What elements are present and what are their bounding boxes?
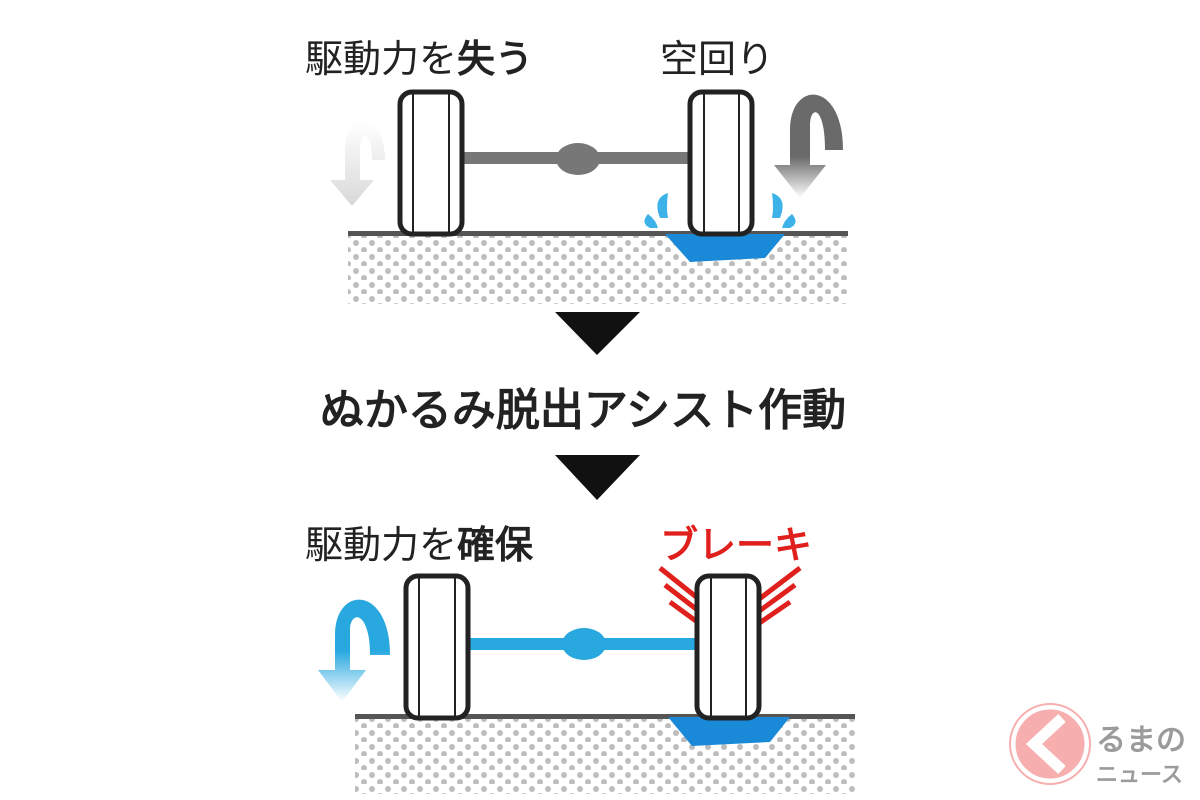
braked-right-wheel [694, 573, 762, 721]
left-wheel [397, 89, 465, 237]
bottom-label-normal: 駆動力を [305, 523, 457, 567]
bottom-label-bold: 確保 [457, 523, 534, 567]
down-triangle-icon [555, 312, 640, 355]
water-puddle [668, 717, 790, 746]
ground-dots [355, 719, 855, 794]
brake-label: ブレーキ [660, 523, 812, 567]
assist-label: ぬかるみ脱出アシスト作動 [320, 385, 846, 436]
spin-label: 空回り [660, 37, 774, 81]
logo-line2: ニュース [1096, 763, 1183, 788]
svg-text:駆動力を失う: 駆動力を失う [305, 37, 533, 81]
right-wheel [687, 89, 755, 237]
differential [562, 628, 606, 660]
svg-text:駆動力を確保: 駆動力を確保 [305, 523, 534, 567]
down-triangle-icon [555, 455, 640, 500]
water-splash-icon [644, 193, 796, 228]
ground-line [348, 231, 848, 236]
ground-line [355, 714, 855, 719]
spin-rotation-arrow-icon [774, 94, 843, 198]
top-label-normal: 駆動力を [305, 37, 457, 81]
drive-rotation-arrow-icon [318, 599, 390, 702]
brake-lines-icon [658, 566, 802, 627]
logo-line1: るまの [1096, 723, 1186, 758]
water-puddle [665, 234, 785, 262]
top-label-bold: 失う [457, 37, 533, 81]
differential [556, 143, 600, 175]
kuruma-news-logo: るまの ニュース [1009, 703, 1186, 788]
left-wheel [403, 573, 471, 721]
weak-rotation-arrow-icon [330, 121, 385, 206]
